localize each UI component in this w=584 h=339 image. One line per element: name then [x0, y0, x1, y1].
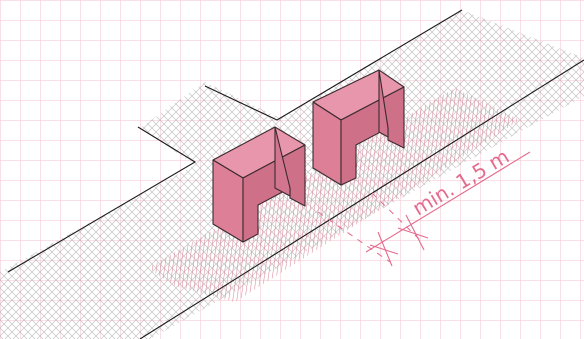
pavement-outline — [7, 9, 584, 339]
clearance-zone-hatch — [148, 88, 520, 302]
arch-block-right-leg — [378, 69, 389, 138]
arch-block-left-leg — [274, 126, 291, 197]
dimension-line — [365, 151, 531, 267]
arch-block-left — [212, 126, 306, 243]
arch-block-right — [312, 69, 405, 186]
dimension-guides — [317, 192, 421, 263]
